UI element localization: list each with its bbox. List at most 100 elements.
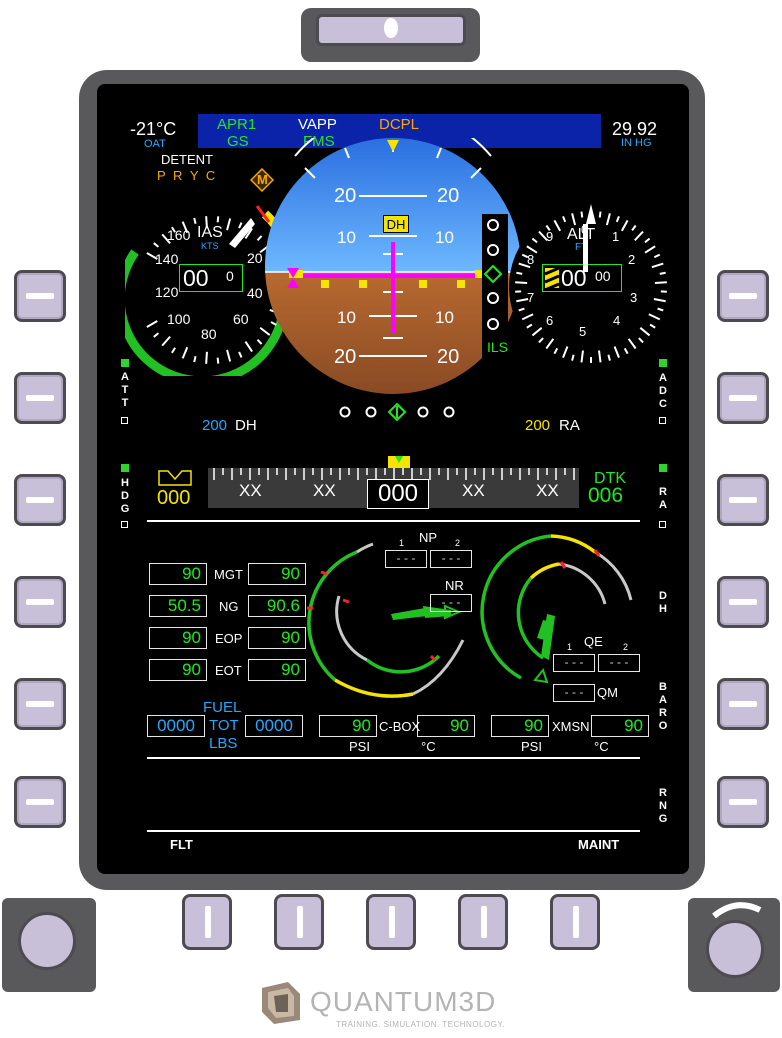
att-status-box bbox=[121, 417, 128, 424]
fuel-left-box: 0000 bbox=[147, 715, 205, 737]
left-bezel-button-2[interactable] bbox=[14, 372, 66, 424]
ias-unit: KTS bbox=[201, 241, 219, 251]
attitude-overlay bbox=[265, 138, 521, 357]
dtk-value: 006 bbox=[588, 484, 624, 507]
cbox-psi-box: 90 bbox=[319, 715, 377, 737]
qm-label: QM bbox=[597, 685, 618, 700]
side-label-adc: ADC bbox=[659, 372, 667, 410]
heading-bug-icon bbox=[158, 470, 192, 486]
heading-tape-label-1: XX bbox=[239, 481, 262, 500]
np-2-box: - - - bbox=[430, 550, 472, 568]
dh-value: 200 bbox=[202, 417, 228, 434]
adc-status-led bbox=[659, 359, 667, 367]
side-label-baro: BARO bbox=[658, 681, 668, 732]
alt-tick-7: 7 bbox=[527, 290, 535, 305]
localizer-scale bbox=[339, 402, 455, 422]
np-label: NP bbox=[419, 530, 438, 545]
qe-label: QE bbox=[584, 634, 603, 649]
ra-label: RA bbox=[559, 417, 580, 434]
heading-tape-label-2: XX bbox=[313, 481, 336, 500]
ra-status-led bbox=[659, 464, 667, 472]
hdg-status-led bbox=[121, 464, 129, 472]
detent-label: DETENT bbox=[161, 152, 213, 167]
eot-left-box: 90 bbox=[149, 659, 207, 681]
heading-tape-label-4: XX bbox=[536, 481, 559, 500]
qe-1: 1 bbox=[567, 642, 573, 652]
bottom-bezel-button-2[interactable] bbox=[274, 894, 324, 950]
bottom-bezel-button-5[interactable] bbox=[550, 894, 600, 950]
left-rotary-knob[interactable] bbox=[18, 912, 76, 970]
np-nr-gauge bbox=[307, 542, 465, 698]
mgt-left-box: 90 bbox=[149, 563, 207, 585]
glideslope-scale bbox=[482, 214, 508, 358]
pitch-left-20-down: 20 bbox=[334, 346, 357, 368]
mode-apr1: APR1 bbox=[217, 116, 257, 133]
pitch-left-10-down: 10 bbox=[337, 308, 356, 327]
pitch-left-20-up: 20 bbox=[334, 185, 357, 207]
fuel-right-box: 0000 bbox=[245, 715, 303, 737]
side-label-dh: DH bbox=[659, 590, 667, 615]
right-bezel-button-1[interactable] bbox=[717, 270, 769, 322]
divider-line-upper bbox=[147, 520, 640, 522]
top-hood-light bbox=[384, 18, 398, 38]
right-bezel-button-5[interactable] bbox=[717, 678, 769, 730]
cbox-temp-unit: °C bbox=[421, 739, 436, 754]
right-bezel-button-3[interactable] bbox=[717, 474, 769, 526]
baro-unit: IN HG bbox=[621, 137, 652, 149]
alt-low-hatch-icon bbox=[545, 268, 559, 288]
ias-label: IAS bbox=[197, 224, 223, 241]
eot-label: EOT bbox=[215, 663, 242, 678]
quantum3d-logo-icon bbox=[262, 982, 300, 1024]
left-bezel-button-6[interactable] bbox=[14, 776, 66, 828]
hdg-status-box bbox=[121, 521, 128, 528]
ias-tick-120: 120 bbox=[155, 284, 179, 300]
left-bezel-button-3[interactable] bbox=[14, 474, 66, 526]
ias-readout: 00 bbox=[183, 265, 209, 291]
ias-readout-box: 00 0 bbox=[179, 264, 243, 292]
right-bezel-button-6[interactable] bbox=[717, 776, 769, 828]
qe-2: 2 bbox=[623, 642, 629, 652]
adc-status-box bbox=[659, 417, 666, 424]
fuel-unit: LBS bbox=[209, 735, 238, 752]
footer-flt-tab[interactable]: FLT bbox=[170, 837, 193, 852]
qm-box: - - - bbox=[553, 684, 595, 702]
alt-readout-box: 00 00 bbox=[542, 264, 622, 292]
ias-tick-40: 40 bbox=[247, 285, 263, 301]
baro-value: 29.92 bbox=[612, 119, 658, 139]
alt-tick-5: 5 bbox=[579, 324, 587, 339]
heading-tape-ticks bbox=[213, 468, 575, 480]
eop-right-box: 90 bbox=[248, 627, 306, 649]
ra-status-box bbox=[659, 521, 666, 528]
ias-pointer bbox=[229, 218, 255, 248]
bottom-bezel-button-4[interactable] bbox=[458, 894, 508, 950]
ias-tick-20: 20 bbox=[247, 250, 263, 266]
eop-left-box: 90 bbox=[149, 627, 207, 649]
left-bezel-button-4[interactable] bbox=[14, 576, 66, 628]
np-1: 1 bbox=[399, 538, 405, 548]
right-bezel-button-2[interactable] bbox=[717, 372, 769, 424]
left-bezel-button-1[interactable] bbox=[14, 270, 66, 322]
pitch-right-10-up: 10 bbox=[435, 228, 454, 247]
ias-tick-80: 80 bbox=[201, 326, 217, 342]
eot-right-box: 90 bbox=[248, 659, 306, 681]
footer-maint-tab[interactable]: MAINT bbox=[578, 837, 620, 852]
ias-tick-140: 140 bbox=[155, 251, 179, 267]
heading-readout: 000 bbox=[367, 479, 429, 509]
alt-tick-2: 2 bbox=[628, 252, 636, 267]
right-rotary-knob[interactable] bbox=[706, 920, 764, 978]
left-bezel-button-5[interactable] bbox=[14, 678, 66, 730]
ias-readout-small: 0 bbox=[226, 268, 234, 284]
mfd-screen: APR1 GS VAPP FMS DCPL -21°C OAT DETENT P… bbox=[97, 84, 689, 874]
right-bezel-button-4[interactable] bbox=[717, 576, 769, 628]
ng-left-box: 50.5 bbox=[149, 595, 207, 617]
alt-tick-6: 6 bbox=[546, 313, 554, 328]
divider-line-lower bbox=[147, 830, 640, 832]
fuel-title: FUEL bbox=[203, 699, 242, 716]
alt-label: ALT bbox=[567, 226, 596, 243]
side-label-ra: RA bbox=[659, 486, 667, 511]
cbox-psi-unit: PSI bbox=[349, 739, 370, 754]
alt-pointer bbox=[583, 224, 588, 272]
bottom-bezel-button-1[interactable] bbox=[182, 894, 232, 950]
dh-label: DH bbox=[235, 417, 257, 434]
bottom-bezel-button-3[interactable] bbox=[366, 894, 416, 950]
